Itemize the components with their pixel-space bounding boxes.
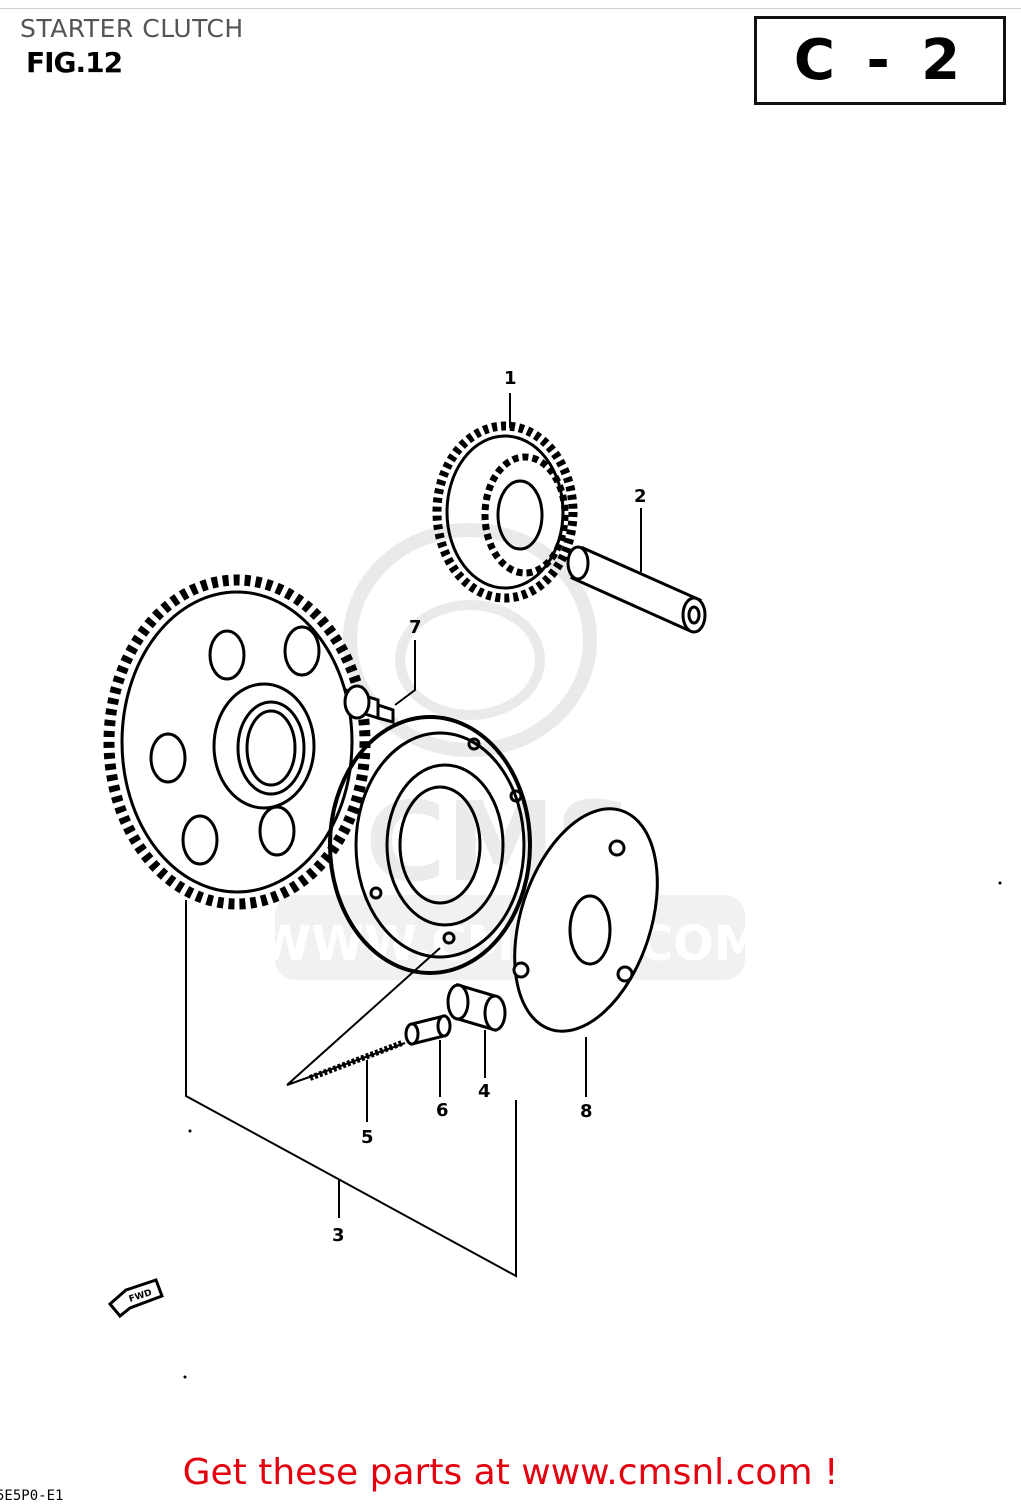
- part-7-bolt: [343, 684, 395, 724]
- part-label-4: 4: [478, 1081, 491, 1102]
- watermark-mascot: [343, 523, 597, 757]
- assembly-bracket-3: [185, 900, 517, 1278]
- leader-5-assembly: [286, 947, 441, 1086]
- top-rule: [0, 8, 1021, 9]
- part-label-2: 2: [634, 486, 647, 507]
- part-2-shaft: [566, 545, 707, 634]
- part-3-driven-gear: [103, 574, 371, 910]
- page-title: STARTER CLUTCH: [20, 14, 244, 43]
- part-8-plate: [512, 807, 659, 1033]
- part-label-6: 6: [436, 1100, 449, 1121]
- part-6-pin: [404, 1014, 452, 1046]
- watermark-mascot-face: [395, 600, 545, 720]
- part-label-3: 3: [332, 1225, 345, 1246]
- speck: [998, 881, 1002, 885]
- part-label-5: 5: [361, 1127, 374, 1148]
- part-label-1: 1: [504, 368, 517, 389]
- leader-7: [394, 640, 416, 706]
- part-label-8: 8: [580, 1101, 593, 1122]
- drawing-code: 5E5P0-E1: [0, 1488, 64, 1504]
- section-code: C - 2: [793, 28, 967, 93]
- speck: [188, 1129, 192, 1133]
- fwd-arrow-icon: FWD: [107, 1278, 164, 1319]
- figure-number: FIG.12: [26, 46, 123, 79]
- promo-text[interactable]: Get these parts at www.cmsnl.com !: [182, 1452, 839, 1493]
- part-4-roller: [446, 982, 507, 1033]
- clutch-body: [328, 715, 532, 975]
- speck: [183, 1375, 187, 1379]
- part-label-7: 7: [409, 617, 422, 638]
- section-code-box: C - 2: [754, 16, 1006, 105]
- part-1-idle-gear: [432, 421, 578, 603]
